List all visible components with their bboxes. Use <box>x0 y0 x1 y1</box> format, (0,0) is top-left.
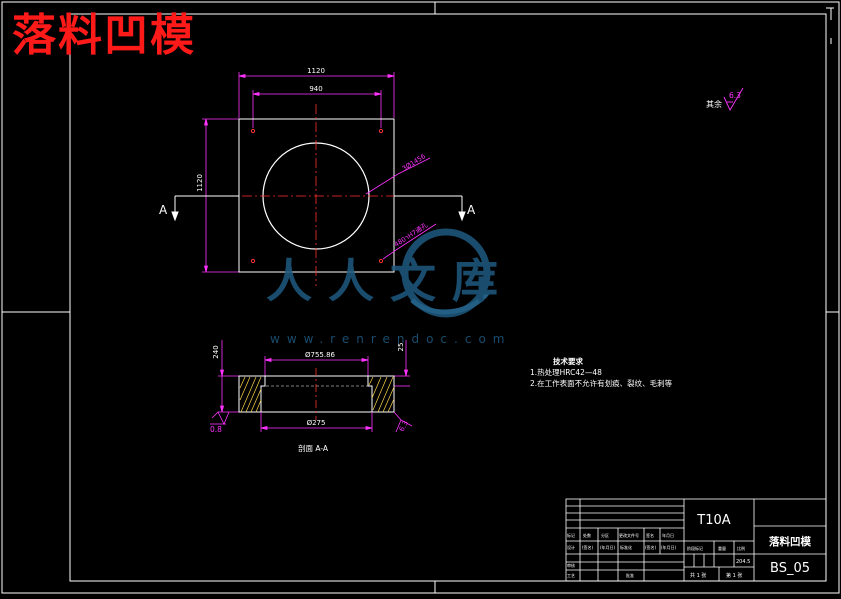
dim-hole-spacing-text: 940 <box>309 85 322 93</box>
title-weight: 204.5 <box>736 559 750 565</box>
tech-note-2: 2.在工作表面不允许有划痕、裂纹、毛刺等 <box>530 378 673 388</box>
title-row-d-1: 批准 <box>626 572 634 578</box>
dim-top-opening-text: Ø755.86 <box>305 351 336 359</box>
dim-step <box>394 340 410 387</box>
leader-bore <box>365 157 431 195</box>
title-row-a-3: 更改文件号 <box>619 532 639 538</box>
title-part-name: 落料凹模 <box>769 535 811 548</box>
corner-marks <box>826 7 834 44</box>
dim-hole-spacing <box>252 90 382 128</box>
title-row-b-5: (年月日) <box>661 544 677 550</box>
title-row-b-0: 设计 <box>567 544 575 550</box>
title-stage-0: 阶段标记 <box>687 545 703 551</box>
title-row-b-4: (签名) <box>645 544 657 550</box>
hole-bottom-right <box>378 258 384 264</box>
section-mark-right: A <box>467 203 476 217</box>
title-row-b-2: (年月日) <box>600 544 616 550</box>
mounting-holes <box>250 128 384 264</box>
title-stage-2: 比例 <box>737 545 745 551</box>
title-drawing-no: BS_05 <box>770 561 810 576</box>
section-cut-line <box>171 195 466 222</box>
watermark-swoosh <box>410 290 490 315</box>
leader-holes <box>382 223 437 260</box>
title-stage-1: 重量 <box>718 545 726 551</box>
hole-bottom-left <box>250 258 256 264</box>
roughness-right-text: 6.3 <box>398 419 410 433</box>
roughness-symbol <box>723 87 744 111</box>
title-material: T10A <box>696 513 730 528</box>
roughness-right <box>393 411 413 433</box>
title-block: T10A 落料凹模 BS_05 标记 处数 分区 更改文件号 签名 年月日 设计… <box>565 498 827 582</box>
dim-overall-height-text: 1120 <box>196 174 204 192</box>
dim-bottom-opening-text: Ø275 <box>307 419 326 427</box>
roughness-left <box>210 411 230 425</box>
dim-top-opening <box>264 356 369 376</box>
technical-requirements: 技术要求 1.热处理HRC42—48 2.在工作表面不允许有划痕、裂纹、毛刺等 <box>530 356 673 388</box>
hole-top-right <box>378 128 384 134</box>
title-row-b-1: (签名) <box>582 544 594 550</box>
dim-height <box>218 340 239 413</box>
watermark-logo-text: 人人文库 <box>266 254 514 308</box>
title-row-a-4: 签名 <box>646 532 654 538</box>
surface-note-value: 6.3 <box>729 91 741 100</box>
dim-step-text: 25 <box>397 343 405 352</box>
surface-note-label: 其余 <box>706 99 722 109</box>
overlay-title: 落料凹模 <box>12 10 196 61</box>
title-row-b-3: 标准化 <box>620 544 632 550</box>
tech-notes-heading: 技术要求 <box>553 356 583 366</box>
section-view: Ø755.86 240 25 <box>210 340 413 453</box>
centerlines <box>224 104 410 286</box>
section-profile <box>238 375 395 413</box>
roughness-left-text: 0.8 <box>210 425 222 434</box>
title-row-a-0: 标记 <box>567 532 575 538</box>
watermark-url: www.renrendoc.com <box>270 332 511 346</box>
title-row-a-5: 年月日 <box>662 532 674 538</box>
title-sheet-no: 第 1 张 <box>726 572 742 579</box>
title-row-a-2: 分区 <box>601 532 609 538</box>
section-hatching <box>239 376 395 413</box>
title-row-c-0: 审核 <box>567 562 575 568</box>
watermark: 人人文库 www.renrendoc.com <box>266 228 514 346</box>
dim-bottom-opening <box>260 412 373 432</box>
section-mark-left: A <box>159 203 168 217</box>
dim-overall-width-text: 1120 <box>307 67 325 75</box>
surface-roughness-note: 其余 6.3 <box>706 87 744 111</box>
section-caption: 剖面 A-A <box>298 443 329 453</box>
title-row-d-0: 工艺 <box>567 573 575 578</box>
hole-top-left <box>250 128 256 134</box>
title-sheet-total: 共 1 张 <box>690 572 706 579</box>
tech-note-1: 1.热处理HRC42—48 <box>530 367 602 377</box>
title-row-a-1: 处数 <box>583 532 591 538</box>
dim-overall-width <box>238 72 395 118</box>
dim-height-text: 240 <box>212 345 220 358</box>
leader-bore-text: 3Ø1456 <box>401 152 427 172</box>
